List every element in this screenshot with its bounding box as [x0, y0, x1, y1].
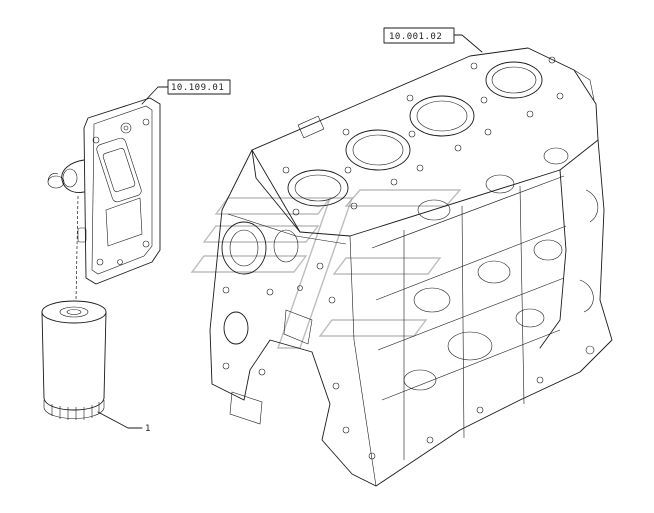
engine-block-ref-text: 10.001.02: [389, 32, 442, 42]
filter-head-plate: [47, 97, 161, 285]
deck-bolt-holes: [282, 56, 564, 216]
filter-head-reference-label: 10.109.01: [141, 79, 231, 105]
front-face-holes: [222, 262, 376, 460]
cylinder-bore-4: [287, 169, 349, 207]
oil-filter-cartridge: [41, 300, 107, 420]
cylinder-bore-2: [409, 95, 475, 137]
cylinder-bore-3: [345, 129, 411, 171]
assembly-axis-line: [75, 195, 79, 301]
cylinder-bore-1: [485, 61, 543, 99]
engine-block-reference-label: 10.001.02: [383, 27, 483, 53]
oil-filter-callout-number: 1: [145, 424, 151, 434]
engine-block: [209, 47, 613, 487]
oil-filter-callout: 1: [97, 411, 151, 434]
front-bore: [221, 221, 267, 275]
filter-head-ref-text: 10.109.01: [171, 83, 224, 93]
